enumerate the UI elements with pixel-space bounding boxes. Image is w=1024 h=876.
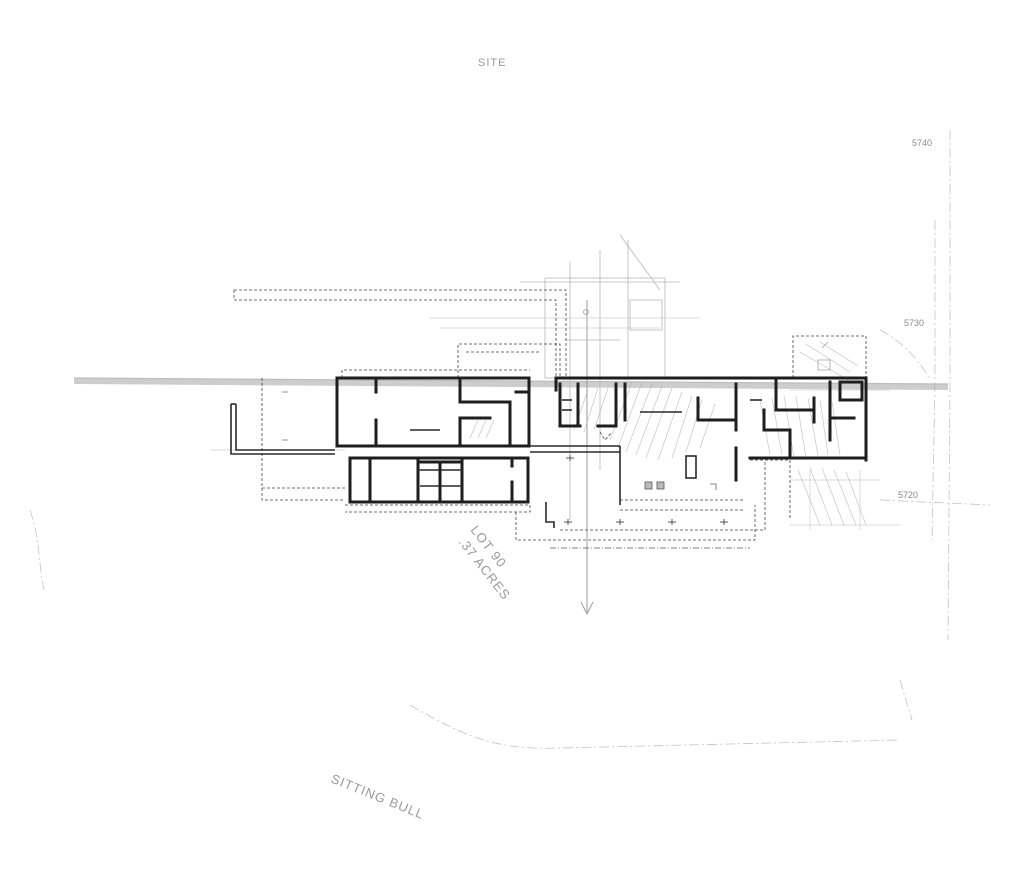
center-core: [530, 376, 622, 528]
sketch-details: [583, 309, 831, 371]
contour-5720: 5720: [898, 490, 918, 500]
east-wing: [740, 376, 868, 462]
street-label: SITTING BULL: [329, 771, 427, 822]
living-space: [618, 376, 744, 505]
pencil-hatching: [469, 341, 867, 526]
contour-5740: 5740: [912, 138, 932, 148]
site-label: SITE: [478, 57, 506, 69]
west-wing-lower: [348, 456, 530, 504]
roof-outlines: [233, 289, 867, 549]
axis-line-edge: [73, 377, 949, 385]
left-terrace: [230, 391, 335, 455]
column-markers: [564, 455, 728, 525]
contour-5730: 5730: [904, 318, 924, 328]
west-wing-upper: [335, 376, 531, 448]
main-axis-line: [73, 378, 949, 390]
vertical-axis-arrow: [580, 300, 594, 616]
site-contours: [29, 130, 991, 749]
